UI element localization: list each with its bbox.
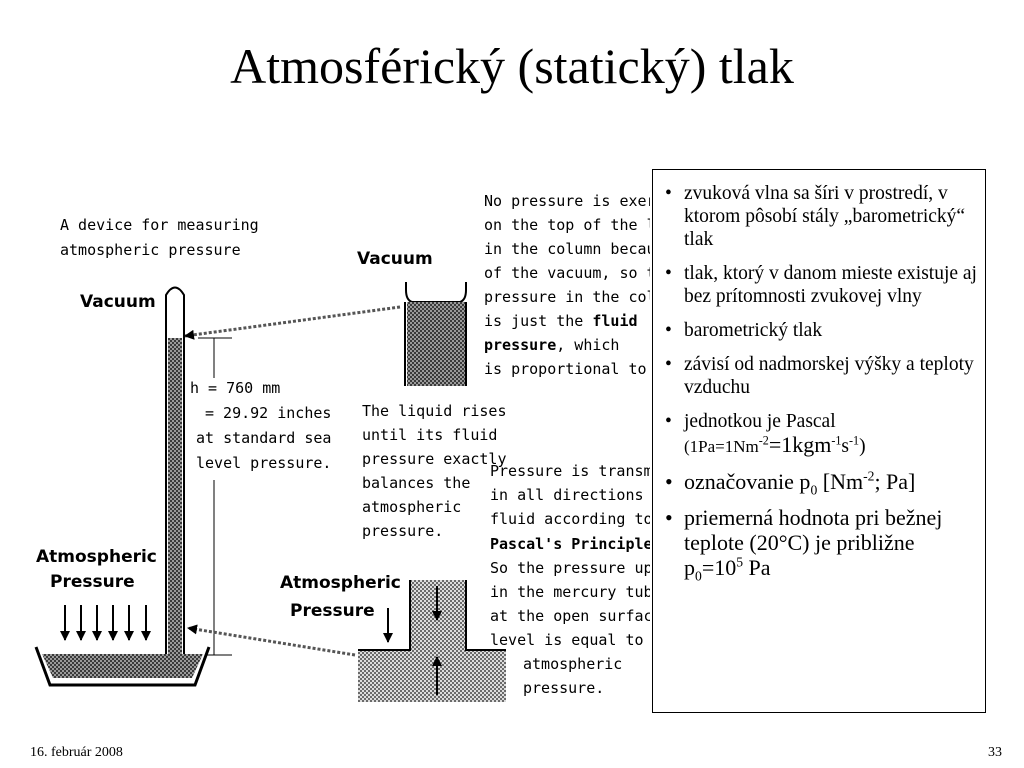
vacuum-detail-mercury: [407, 302, 465, 386]
left-vacuum-label: Vacuum: [80, 292, 156, 312]
mercury-column: [168, 338, 182, 664]
left-atm-label-line2: Pressure: [50, 572, 135, 592]
right-atm-label-line1: Atmospheric: [280, 573, 401, 593]
bullet-item: •barometrický tlak: [665, 320, 823, 341]
vacuum-tube-top: [405, 282, 467, 303]
footer-date: 16. február 2008: [30, 745, 123, 760]
page-number: 33: [988, 745, 1002, 760]
svg-text:in the mercury tube: in the mercury tube: [490, 583, 650, 601]
svg-text:is proportional to depth.: is proportional to depth.: [484, 360, 650, 378]
svg-text:atmospheric: atmospheric: [523, 655, 622, 673]
svg-text:pressure exactly: pressure exactly: [362, 450, 507, 468]
right-atm-label-line2: Pressure: [290, 601, 375, 621]
height-line1: h = 760 mm: [190, 379, 280, 397]
bullet-panel: •zvuková vlna sa šíri v prostredí, v kto…: [652, 169, 986, 713]
svg-text:in all directions in a: in all directions in a: [490, 486, 650, 504]
surface-pointer-arrow: [187, 624, 356, 657]
height-line4: level pressure.: [196, 454, 331, 472]
left-pressure-arrows: [60, 605, 151, 641]
svg-text:pressure, which: pressure, which: [484, 336, 619, 354]
bullet-item: •označovanie p0 [Nm-2; Pa]: [665, 468, 916, 498]
svg-text:pressure.: pressure.: [362, 522, 443, 540]
dish-mercury: [42, 654, 203, 678]
bullet-item: •zvuková vlna sa šíri v prostredí, v kto…: [665, 183, 966, 250]
barometer-tube: [165, 286, 185, 662]
svg-text:atmospheric: atmospheric: [362, 498, 461, 516]
svg-text:of the vacuum, so the: of the vacuum, so the: [484, 264, 650, 282]
svg-text:pressure.: pressure.: [523, 679, 604, 697]
bullet-list: •zvuková vlna sa šíri v prostredí, v kto…: [661, 182, 977, 584]
figure-caption-line1: A device for measuring: [60, 216, 259, 234]
pascal-detail: [358, 580, 506, 702]
svg-text:balances the: balances the: [362, 474, 470, 492]
svg-text:at the open surface: at the open surface: [490, 607, 650, 625]
svg-text:until its fluid: until its fluid: [362, 426, 497, 444]
svg-text:pressure in the column: pressure in the column: [484, 288, 650, 306]
svg-text:level is equal to: level is equal to: [490, 631, 644, 649]
mercury-dish: [34, 646, 211, 687]
barometer-diagram: A device for measuring atmospheric press…: [34, 192, 650, 702]
svg-text:in the column because: in the column because: [484, 240, 650, 258]
height-line3: at standard sea: [196, 429, 331, 447]
slide-title: Atmosférický (statický) tlak: [230, 38, 794, 94]
bullet-item: •tlak, ktorý v danom mieste existuje aj …: [665, 263, 977, 307]
height-line2: = 29.92 inches: [205, 404, 331, 422]
rise-note: The liquid rises until its fluid pressur…: [362, 402, 507, 540]
svg-text:So the pressure upward: So the pressure upward: [490, 559, 650, 577]
vacuum-pointer-arrow: [184, 305, 401, 340]
svg-text:fluid according to: fluid according to: [490, 510, 650, 528]
right-vacuum-label: Vacuum: [357, 249, 433, 269]
barometer-figure: A device for measuring atmospheric press…: [0, 150, 650, 720]
bullet-item: •priemerná hodnota pri bežnej teplote (2…: [665, 505, 943, 584]
svg-text:is just the fluid: is just the fluid: [484, 312, 638, 330]
pascal-note: Pressure is transmitted in all direction…: [490, 462, 650, 697]
bullet-item: •závisí od nadmorskej výšky a teploty vz…: [665, 354, 974, 398]
svg-text:Pascal's Principle.: Pascal's Principle.: [490, 535, 650, 553]
svg-text:on the top of the liquid: on the top of the liquid: [484, 216, 650, 234]
vacuum-note: No pressure is exerted on the top of the…: [484, 192, 650, 378]
svg-text:Pressure is transmitted: Pressure is transmitted: [490, 462, 650, 480]
figure-caption-line2: atmospheric pressure: [60, 241, 241, 259]
svg-text:No pressure is exerted: No pressure is exerted: [484, 192, 650, 210]
svg-text:The liquid rises: The liquid rises: [362, 402, 507, 420]
bullet-item: •jednotkou je Pascal(1Pa=1Nm-2=1kgm-1s-1…: [665, 411, 866, 457]
left-atm-label-line1: Atmospheric: [36, 547, 157, 567]
